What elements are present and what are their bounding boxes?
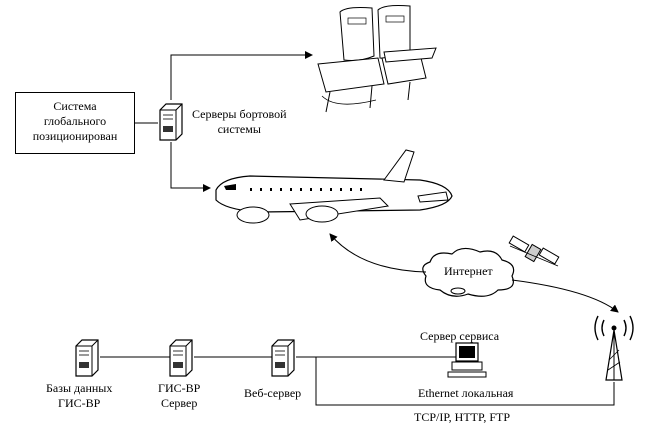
web-server-label: Веб-сервер (244, 386, 302, 400)
gis-database-line-1: Базы данных (46, 381, 113, 395)
gis-server-icon (169, 339, 193, 377)
gps-system-box: Система глобального позиционирован (15, 92, 135, 154)
airplane-illustration (215, 149, 453, 224)
link-internet-to-tower (511, 279, 619, 313)
service-server-label: Сервер сервиса (420, 329, 500, 343)
ethernet-label: Ethernet локальная (418, 386, 514, 400)
internet-label: Интернет (444, 264, 493, 278)
onboard-servers-label: Серверы бортовой системы (192, 107, 287, 137)
gis-database-line-2: ГИС-ВР (58, 396, 101, 410)
gis-server-label: ГИС-ВР Сервер (158, 381, 200, 411)
aircraft-seats-illustration (317, 5, 437, 113)
onboard-server-icon (159, 103, 183, 141)
onboard-servers-line-1: Серверы бортовой (192, 107, 287, 121)
protocols-label: TCP/IP, HTTP, FTP (414, 410, 511, 424)
arrow-onboard-to-seats (170, 51, 313, 100)
gis-server-line-2: Сервер (160, 396, 198, 410)
gis-database-label: Базы данных ГИС-ВР (46, 381, 112, 411)
arrow-onboard-to-airplane (170, 142, 211, 192)
satellite-illustration (508, 235, 560, 267)
antenna-tower-icon (594, 315, 634, 381)
onboard-servers-line-2: системы (217, 122, 261, 136)
gps-box-line-3: позиционирован (32, 129, 118, 143)
web-server-icon (271, 339, 295, 377)
internet-cloud (422, 247, 515, 297)
network-line (100, 356, 615, 406)
gis-database-server-icon (75, 339, 99, 377)
gps-box-line-1: Система (53, 99, 97, 113)
link-internet-to-airplane (329, 233, 427, 273)
gis-server-line-1: ГИС-ВР (158, 381, 201, 395)
service-server-computer-icon (447, 342, 487, 378)
gps-box-line-2: глобального (43, 114, 107, 128)
